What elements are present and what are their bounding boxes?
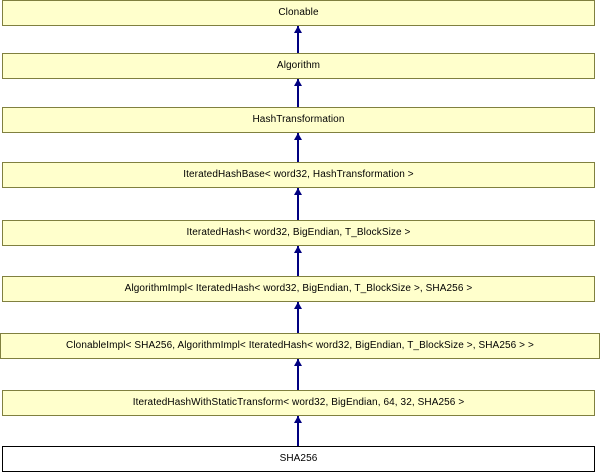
class-node-iteratedhashbase[interactable]: IteratedHashBase< word32, HashTransforma… <box>2 162 595 188</box>
class-node-algorithm[interactable]: Algorithm <box>2 53 595 79</box>
class-node-label: Clonable <box>278 7 319 18</box>
class-node-label: SHA256 <box>279 453 318 464</box>
inheritance-edge <box>297 79 299 107</box>
class-node-label: IteratedHashBase< word32, HashTransforma… <box>183 169 414 180</box>
class-node-iteratedhashwithstatictransform[interactable]: IteratedHashWithStaticTransform< word32,… <box>2 390 595 416</box>
class-node-clonableimpl[interactable]: ClonableImpl< SHA256, AlgorithmImpl< Ite… <box>0 333 600 359</box>
class-node-hashtransformation[interactable]: HashTransformation <box>2 107 595 133</box>
class-node-clonable[interactable]: Clonable <box>2 0 595 26</box>
arrow-up-icon <box>294 416 302 423</box>
inheritance-edge <box>297 133 299 162</box>
arrow-up-icon <box>294 359 302 366</box>
inheritance-edge <box>297 188 299 220</box>
inheritance-edge <box>297 416 299 446</box>
inheritance-edge <box>297 26 299 53</box>
inheritance-edge <box>297 246 299 276</box>
class-node-label: IteratedHash< word32, BigEndian, T_Block… <box>186 227 411 238</box>
class-node-label: AlgorithmImpl< IteratedHash< word32, Big… <box>124 283 473 294</box>
class-node-label: IteratedHashWithStaticTransform< word32,… <box>132 397 465 408</box>
class-node-label: HashTransformation <box>252 114 345 125</box>
arrow-up-icon <box>294 246 302 253</box>
arrow-up-icon <box>294 133 302 140</box>
inheritance-edge <box>297 302 299 333</box>
class-node-label: ClonableImpl< SHA256, AlgorithmImpl< Ite… <box>66 340 534 351</box>
inheritance-edge <box>297 359 299 390</box>
class-node-label: Algorithm <box>276 60 321 71</box>
class-node-iteratedhash[interactable]: IteratedHash< word32, BigEndian, T_Block… <box>2 220 595 246</box>
class-node-algorithmimpl[interactable]: AlgorithmImpl< IteratedHash< word32, Big… <box>2 276 595 302</box>
arrow-up-icon <box>294 188 302 195</box>
arrow-up-icon <box>294 79 302 86</box>
arrow-up-icon <box>294 302 302 309</box>
arrow-up-icon <box>294 26 302 33</box>
class-node-sha256[interactable]: SHA256 <box>2 446 595 472</box>
